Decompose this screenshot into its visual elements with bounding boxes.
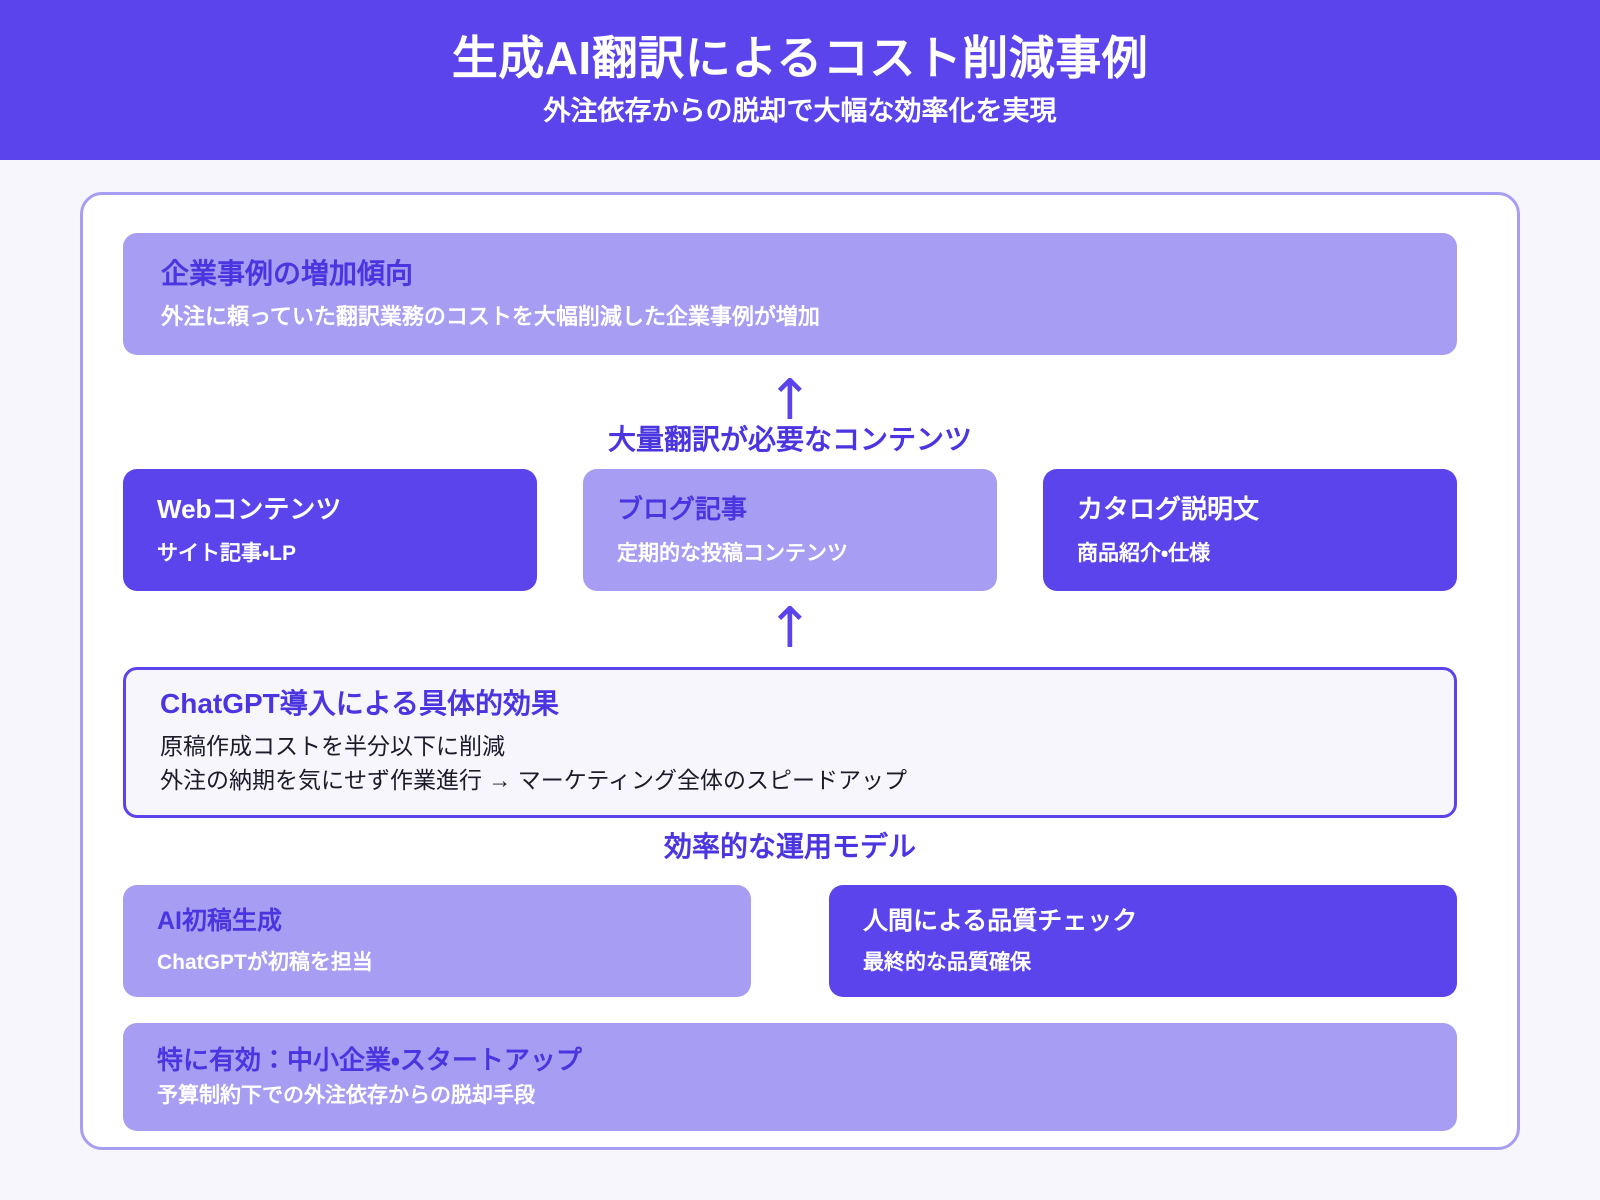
content-card-title: Webコンテンツ — [157, 494, 342, 525]
content-card-description: サイト記事・LP — [157, 541, 296, 565]
content-card-title: カタログ説明文 — [1077, 494, 1260, 525]
effect-box-line: 外注の納期を気にせず作業進行 → マーケティング全体のスピードアップ — [160, 766, 907, 793]
spacer — [123, 818, 1477, 832]
model-card-ai-draft[interactable]: AI初稿生成 ChatGPTが初稿を担当 — [123, 884, 751, 997]
page-title: 生成AI翻訳によるコスト削減事例 — [451, 31, 1149, 84]
model-card-description: ChatGPTが初稿を担当 — [157, 950, 373, 974]
model-card-title: 人間による品質チェック — [863, 906, 1138, 935]
model-card-human-qa[interactable]: 人間による品質チェック 最終的な品質確保 — [829, 884, 1457, 997]
diagram-panel-inner: 企業事例の増加傾向 外注に頼っていた翻訳業務のコストを大幅削減した企業事例が増加… — [83, 195, 1517, 1147]
model-card-description: 最終的な品質確保 — [863, 950, 1031, 974]
content-card-row: Webコンテンツ サイト記事・LP ブログ記事 定期的な投稿コンテンツ カタログ… — [123, 469, 1457, 592]
connector-middle: ↑ — [123, 596, 1457, 662]
banner-card-corporate-trend[interactable]: 企業事例の増加傾向 外注に頼っていた翻訳業務のコストを大幅削減した企業事例が増加 — [123, 233, 1457, 355]
connector-top: ↑ 大量翻訳が必要なコンテンツ — [123, 368, 1457, 455]
model-label-wrapper: 効率的な運用モデル — [123, 831, 1457, 863]
effect-box-title: ChatGPT導入による具体的効果 — [160, 687, 559, 719]
content-card-web[interactable]: Webコンテンツ サイト記事・LP — [123, 469, 537, 592]
spacer — [123, 455, 1477, 469]
page-header: 生成AI翻訳によるコスト削減事例 外注依存からの脱却で大幅な効率化を実現 — [0, 0, 1600, 160]
footer-card-sme-startup[interactable]: 特に有効：中小企業・スタートアップ 予算制約下での外注依存からの脱却手段 — [123, 1022, 1457, 1131]
footer-card-title: 特に有効：中小企業・スタートアップ — [157, 1044, 582, 1075]
content-card-description: 定期的な投稿コンテンツ — [617, 541, 848, 565]
footer-card-description: 予算制約下での外注依存からの脱却手段 — [157, 1084, 535, 1108]
arrow-up-icon: ↑ — [766, 368, 814, 433]
effect-box-chatgpt[interactable]: ChatGPT導入による具体的効果 原稿作成コストを半分以下に削減 外注の納期を… — [123, 666, 1457, 819]
model-card-row: AI初稿生成 ChatGPTが初稿を担当 人間による品質チェック 最終的な品質確… — [123, 884, 1457, 997]
connector-top-label: 大量翻訳が必要なコンテンツ — [607, 423, 972, 455]
diagram-panel: 企業事例の増加傾向 外注に頼っていた翻訳業務のコストを大幅削減した企業事例が増加… — [80, 192, 1520, 1150]
banner-card-description: 外注に頼っていた翻訳業務のコストを大幅削減した企業事例が増加 — [161, 304, 820, 330]
content-card-description: 商品紹介・仕様 — [1077, 541, 1211, 565]
effect-box-line: 原稿作成コストを半分以下に削減 — [160, 733, 505, 760]
spacer — [123, 863, 1477, 885]
arrow-up-icon: ↑ — [766, 596, 814, 662]
model-label: 効率的な運用モデル — [663, 831, 916, 863]
banner-card-title: 企業事例の増加傾向 — [161, 258, 414, 290]
page-subtitle: 外注依存からの脱却で大幅な効率化を実現 — [543, 96, 1057, 127]
content-card-blog[interactable]: ブログ記事 定期的な投稿コンテンツ — [583, 469, 997, 592]
content-card-catalog[interactable]: カタログ説明文 商品紹介・仕様 — [1043, 469, 1457, 592]
model-card-title: AI初稿生成 — [157, 906, 283, 935]
spacer — [123, 997, 1477, 1023]
content-card-title: ブログ記事 — [617, 494, 748, 525]
